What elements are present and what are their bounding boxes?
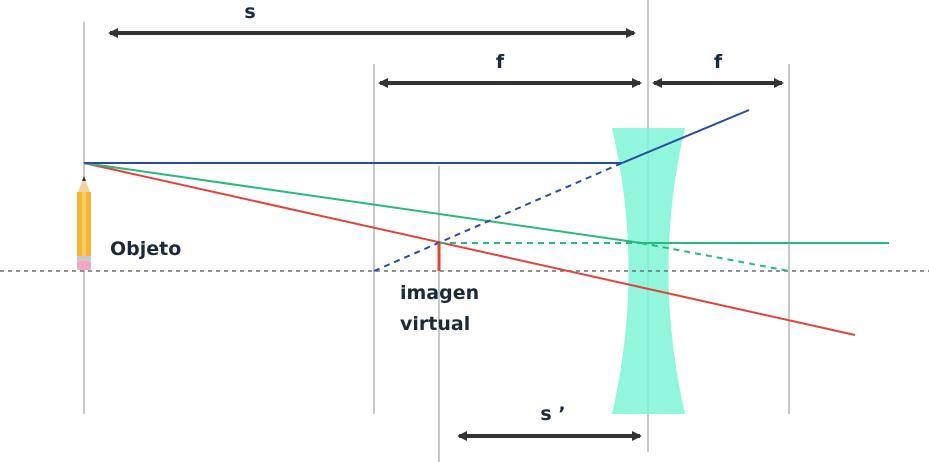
ray-center (83, 162, 856, 336)
pencil-lead (82, 176, 86, 181)
s-label: s (244, 1, 255, 23)
pencil-icon (77, 176, 91, 270)
f-left-label: f (496, 51, 505, 73)
pencil-stripe (82, 192, 86, 256)
dimension-arrows (108, 28, 784, 441)
pencil-tip (78, 176, 90, 192)
object-label: Objeto (110, 238, 181, 260)
virtual-image-label-line1: imagen (400, 282, 479, 304)
ray-focus-incident (83, 162, 642, 244)
guide-lines (83, 0, 790, 462)
virtual-image-label-line2: virtual (400, 313, 470, 335)
pencil-eraser (77, 261, 91, 270)
f-right-label: f (714, 51, 723, 73)
rays (83, 109, 889, 336)
s-prime-label: s ’ (540, 403, 565, 425)
ray-parallel-refracted (621, 109, 750, 164)
ray-parallel-backtrace (373, 162, 623, 272)
pencil-ferrule (77, 256, 91, 261)
ray-focus-backtrace (640, 242, 790, 272)
